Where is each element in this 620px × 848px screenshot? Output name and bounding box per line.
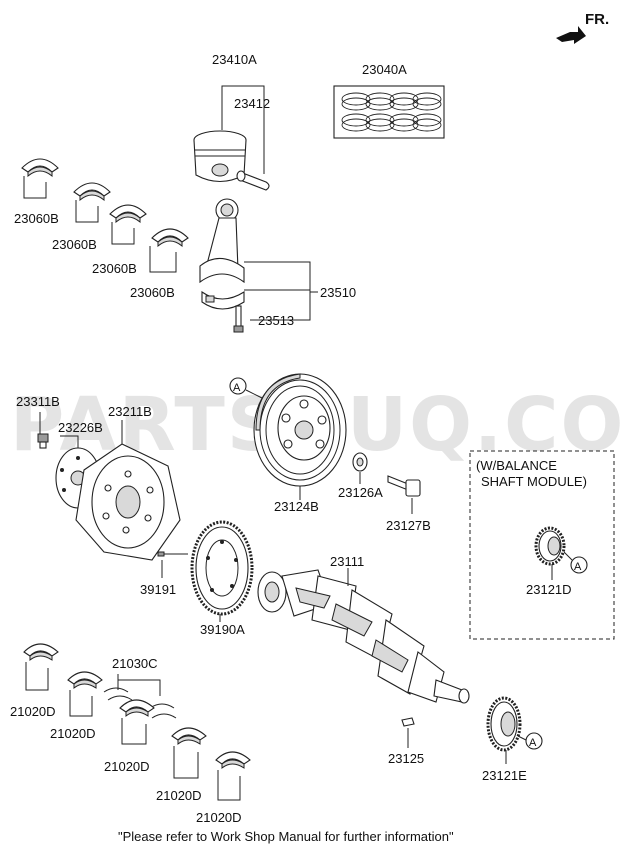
part-label-23127B[interactable]: 23127B (386, 518, 431, 533)
part-label-21020D-1[interactable]: 21020D (10, 704, 56, 719)
main-bearing-group: 21020D 21020D 21030C 21020D 21020D (10, 643, 251, 825)
conrod-bearing-1[interactable] (21, 158, 59, 178)
pulley-bolt[interactable] (387, 475, 421, 497)
main-bearing-2[interactable] (67, 671, 103, 690)
svg-text:A: A (233, 382, 241, 394)
callout-a-balance: A (563, 551, 588, 574)
conrod-bearing-3[interactable] (109, 204, 147, 224)
crankshaft-sprocket[interactable] (486, 696, 522, 752)
ring-gear-pin[interactable] (157, 551, 188, 557)
part-label-39191[interactable]: 39191 (140, 582, 176, 597)
part-label-21020D-3[interactable]: 21020D (104, 759, 150, 774)
main-bearing-1[interactable] (23, 643, 59, 662)
part-label-23125[interactable]: 23125 (388, 751, 424, 766)
front-direction-indicator: FR. (556, 11, 609, 44)
piston-pin[interactable] (236, 170, 270, 191)
sprocket-balance[interactable] (534, 526, 566, 566)
part-label-21020D-4[interactable]: 21020D (156, 788, 202, 803)
part-label-23111[interactable]: 23111 (330, 554, 364, 569)
part-label-21020D-2[interactable]: 21020D (50, 726, 96, 741)
part-label-23412[interactable]: 23412 (234, 96, 270, 111)
part-label-21020D-5[interactable]: 21020D (196, 810, 242, 825)
piston-ring-set[interactable]: 23040A (333, 62, 445, 139)
part-label-23510[interactable]: 23510 (320, 285, 356, 300)
callout-a-pulley: A (229, 377, 263, 399)
balance-box-line1: (W/BALANCE (476, 458, 557, 473)
part-label-23040A[interactable]: 23040A (362, 62, 407, 77)
crankshaft-key[interactable] (401, 717, 415, 727)
drive-plate-bolt[interactable] (37, 433, 49, 449)
damper-pulley[interactable] (253, 373, 347, 487)
conrod-bearing-group: 23060B 23060B 23060B 23060B (14, 158, 189, 300)
part-label-23121D[interactable]: 23121D (526, 582, 572, 597)
callout-a-sprocket: A (517, 732, 543, 750)
part-label-23211B[interactable]: 23211B (108, 404, 152, 419)
conrod-bearing-4[interactable] (151, 228, 189, 248)
footnote: "Please refer to Work Shop Manual for fu… (118, 829, 454, 844)
direction-label: FR. (585, 11, 609, 28)
main-bearing-5[interactable] (215, 751, 251, 770)
connecting-rod[interactable] (199, 198, 245, 310)
balance-box-line2: SHAFT MODULE) (481, 474, 587, 489)
part-label-23311B[interactable]: 23311B (16, 394, 60, 409)
drive-plate[interactable] (75, 443, 181, 561)
piston[interactable] (193, 130, 247, 183)
pulley-washer[interactable] (352, 452, 368, 472)
conrod-bearing-2[interactable] (73, 182, 111, 202)
piston-group: 23410A 23412 (193, 52, 270, 191)
part-label-21030C[interactable]: 21030C (112, 656, 158, 671)
part-label-23060B-3[interactable]: 23060B (92, 261, 137, 276)
main-bearing-4[interactable] (171, 727, 207, 746)
part-label-23513[interactable]: 23513 (258, 313, 294, 328)
part-label-23121E[interactable]: 23121E (482, 768, 527, 783)
part-label-39190A[interactable]: 39190A (200, 622, 245, 637)
part-label-23124B[interactable]: 23124B (274, 499, 319, 514)
crankshaft[interactable] (257, 569, 470, 704)
part-label-23060B-4[interactable]: 23060B (130, 285, 175, 300)
part-label-23226B[interactable]: 23226B (58, 420, 103, 435)
part-label-23060B-1[interactable]: 23060B (14, 211, 59, 226)
ring-gear[interactable] (190, 520, 254, 616)
conrod-bolt[interactable] (233, 305, 244, 333)
part-label-23060B-2[interactable]: 23060B (52, 237, 97, 252)
part-label-23410A[interactable]: 23410A (212, 52, 257, 67)
balance-shaft-box: (W/BALANCE SHAFT MODULE) A 23121D (469, 450, 615, 640)
main-bearing-3[interactable] (119, 699, 155, 718)
part-label-23126A[interactable]: 23126A (338, 485, 383, 500)
svg-text:A: A (574, 561, 582, 573)
svg-text:A: A (529, 737, 537, 749)
arrow-icon (556, 26, 586, 44)
